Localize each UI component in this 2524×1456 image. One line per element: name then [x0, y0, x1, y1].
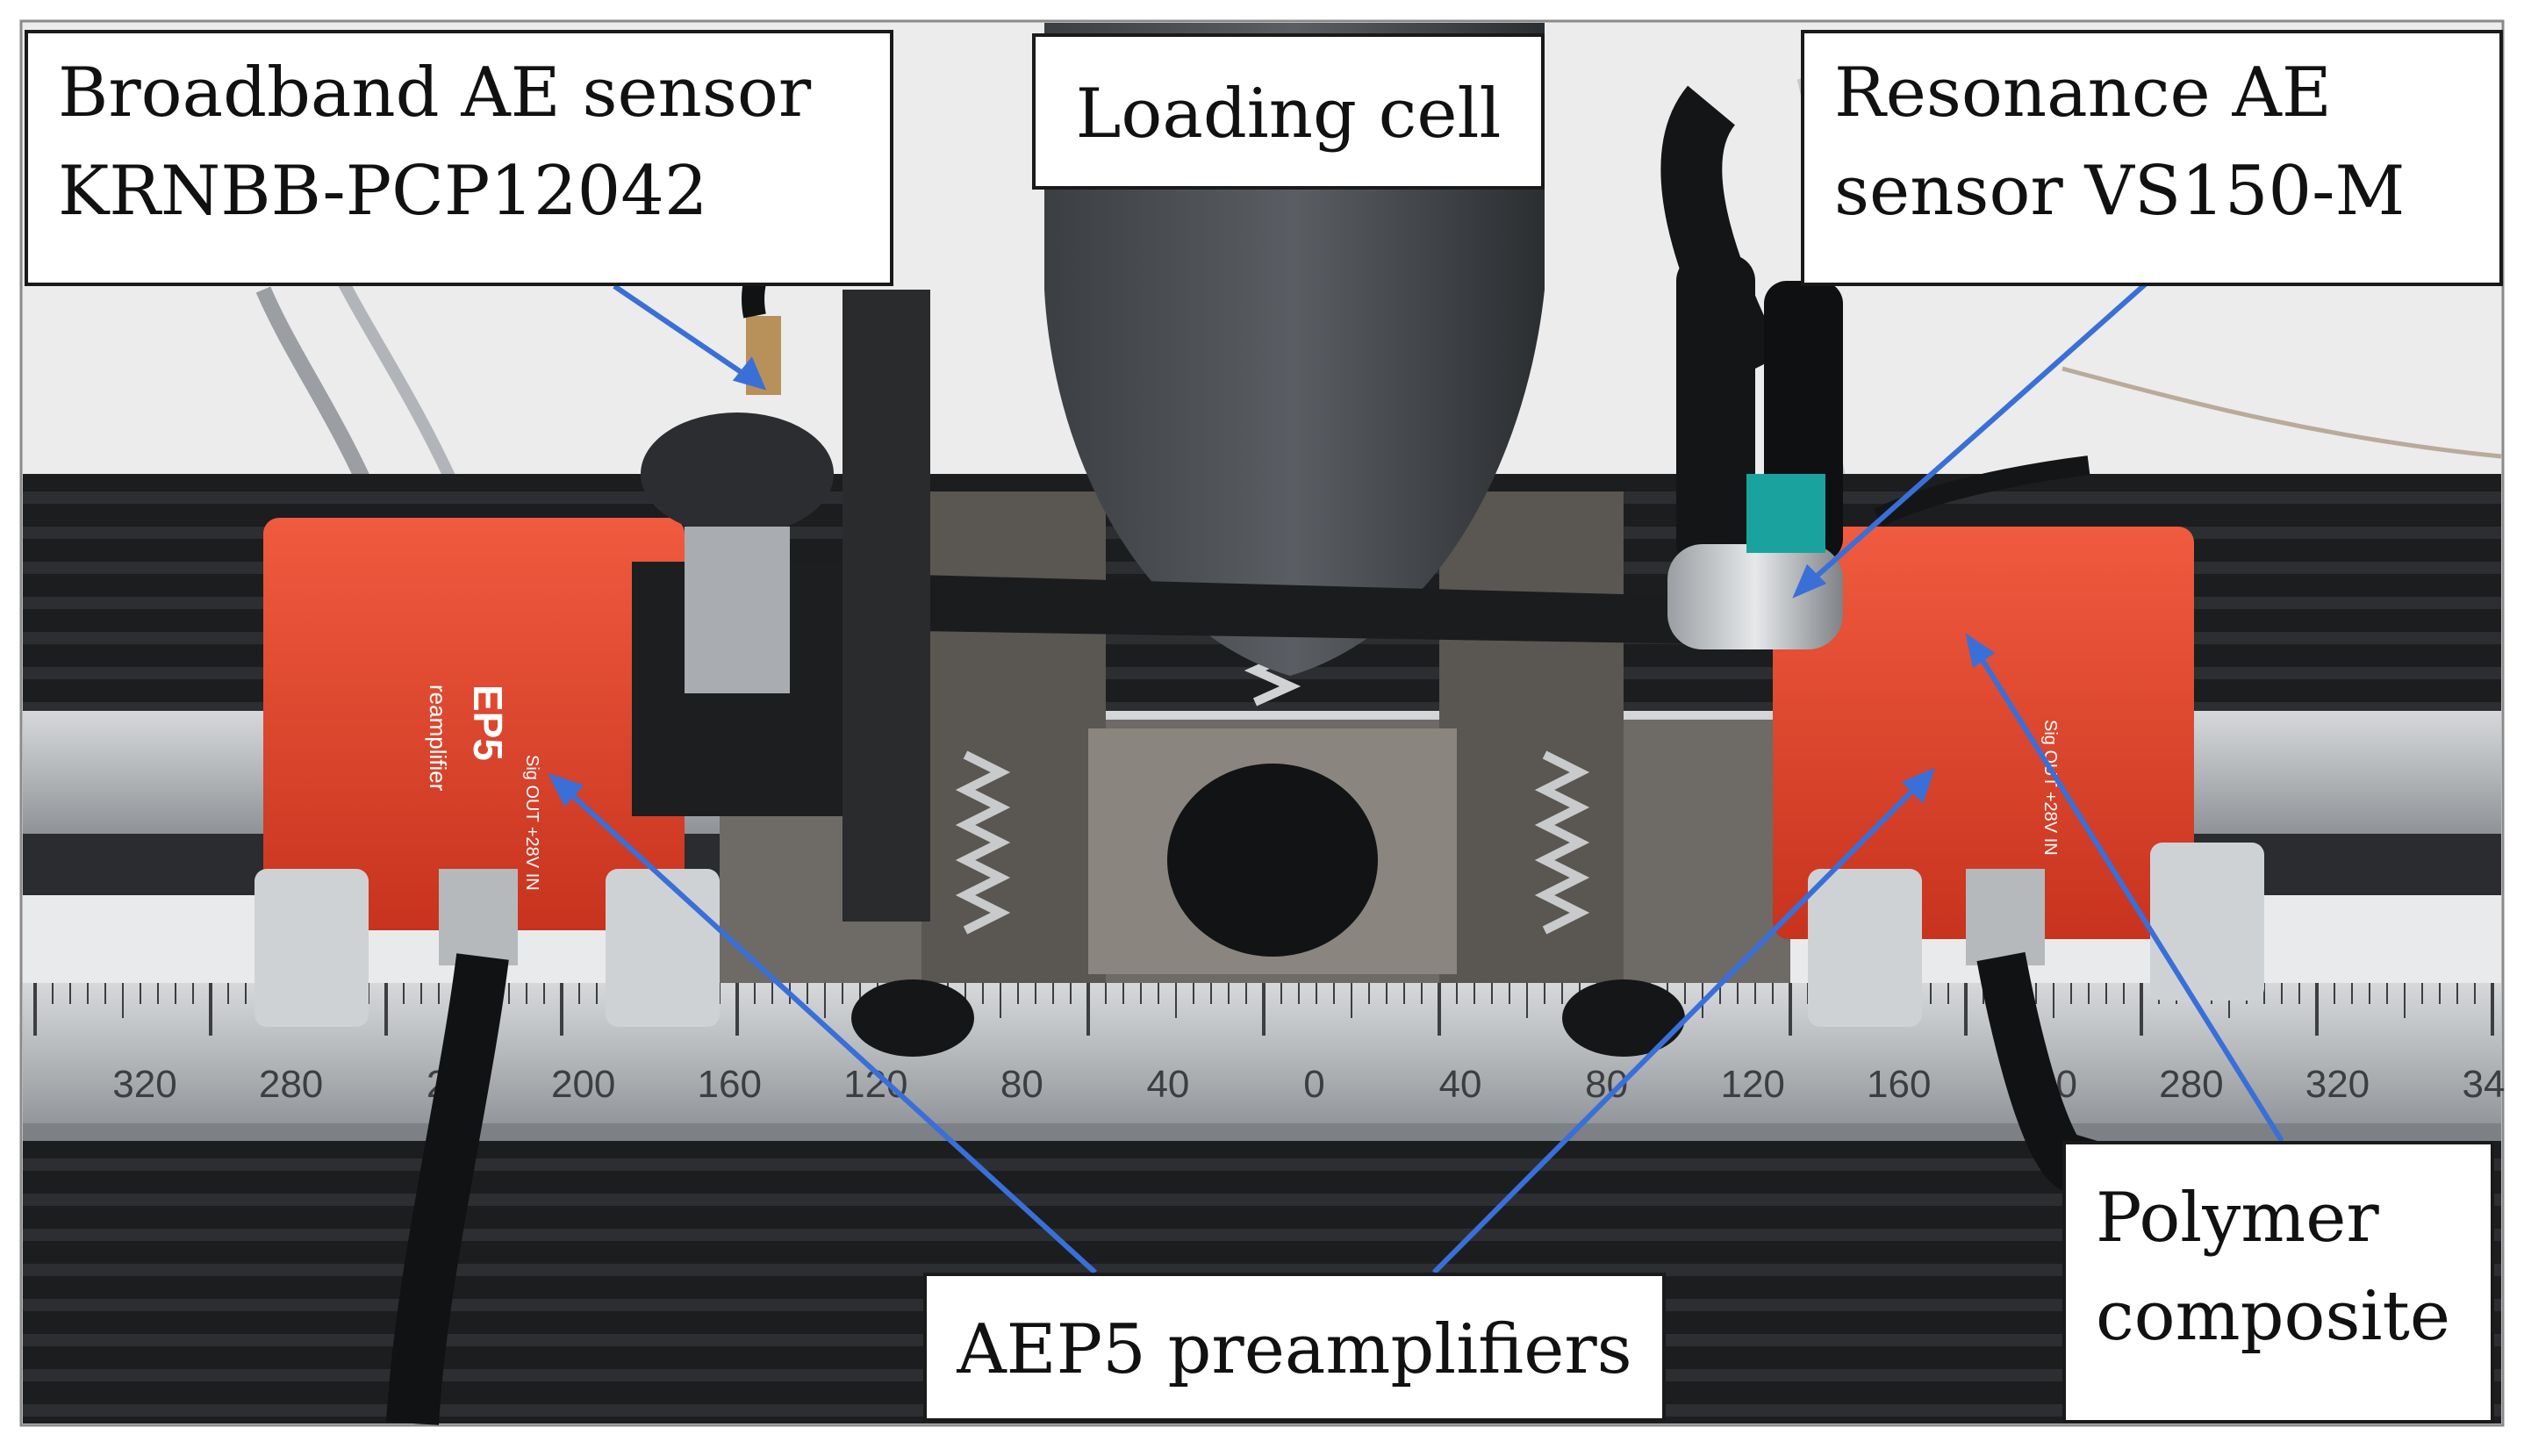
background-cable	[2062, 366, 2502, 459]
ruler-tick-label: 280	[2159, 1063, 2223, 1106]
ruler-tick-label: 320	[112, 1063, 176, 1106]
fixture-support-left	[921, 491, 1106, 983]
left-amp-model-label: EP5	[465, 685, 511, 761]
preamplifiers-label: AEP5 preamplifiers	[923, 1273, 1666, 1422]
right-preamplifier	[1773, 527, 2264, 1027]
resonance-sensor-label-line1: Resonance AE	[1834, 54, 2332, 133]
arrow-resonance	[1796, 269, 2161, 596]
left-amp-io-label: Sig OUT +28V IN	[522, 755, 541, 891]
arrow-aep5-right-head	[1901, 767, 1935, 804]
arrow-aep5-left	[550, 775, 1098, 1275]
polymer-composite-label: Polymer composite	[2062, 1141, 2494, 1424]
background-cable	[327, 260, 462, 494]
arrow-aep5-left-head	[548, 772, 584, 807]
fixture-hole	[1167, 764, 1378, 957]
background-cable	[255, 286, 376, 495]
annotation-arrows	[548, 269, 2284, 1275]
resonance-sensor-label-line2: sensor VS150-M	[1834, 152, 2406, 231]
ruler-tick-label: 34	[2463, 1063, 2506, 1106]
left-amp-type-label: reamplifier	[425, 685, 451, 792]
arrow-broadband-head	[732, 356, 767, 391]
ruler-tick-label: 200	[551, 1063, 615, 1106]
ruler-lower-edge	[23, 1123, 2501, 1141]
ruler-tick-label: 160	[698, 1063, 762, 1106]
ruler-tick-label: 40	[1146, 1063, 1189, 1106]
arrow-resonance-head	[1792, 563, 1827, 599]
broadband-sensor-label: Broadband AE sensor KRNBB-PCP12042	[25, 30, 893, 286]
ruler-tick-label: 40	[1439, 1063, 1482, 1106]
resonance-sensor	[1667, 455, 2090, 649]
ruler-tick-label: 120	[1720, 1063, 1784, 1106]
fixture-slot-right	[1562, 979, 1685, 1057]
left-preamplifier	[255, 518, 720, 1027]
spring-right	[1534, 750, 1590, 935]
polymer-composite-label-line1: Polymer	[2096, 1179, 2379, 1258]
broadband-sensor-label-line2: KRNBB-PCP12042	[58, 152, 708, 231]
fixture-slot-left	[851, 979, 974, 1057]
broadband-sensor-label-line1: Broadband AE sensor	[58, 54, 812, 133]
broadband-sensor-holder	[632, 290, 930, 922]
ruler-tick-label: 0	[1303, 1063, 1324, 1106]
arrow-polymer-head	[1965, 633, 1996, 668]
arrow-broadband	[613, 283, 764, 389]
ruler-tick-label: 80	[1000, 1063, 1043, 1106]
preamplifiers-label-line1: AEP5 preamplifiers	[957, 1310, 1632, 1389]
arrow-polymer	[1967, 637, 2284, 1143]
right-amp-io-label: Sig OUT +28V IN	[2040, 720, 2060, 856]
loading-cell-label-line1: Loading cell	[1075, 75, 1502, 154]
spring-left	[955, 750, 1011, 935]
resonance-sensor-label: Resonance AE sensor VS150-M	[1801, 30, 2503, 286]
arrow-aep5-right	[1431, 770, 1933, 1275]
ruler-tick-label: 320	[2305, 1063, 2370, 1106]
ruler-tick-label: 280	[259, 1063, 323, 1106]
polymer-composite-label-line2: composite	[2096, 1277, 2450, 1356]
fixture-support-right	[1439, 491, 1624, 983]
ruler-tick-label: 160	[1867, 1063, 1931, 1106]
loading-cell-label: Loading cell	[1032, 33, 1545, 190]
coax-cable-left	[386, 953, 509, 1425]
